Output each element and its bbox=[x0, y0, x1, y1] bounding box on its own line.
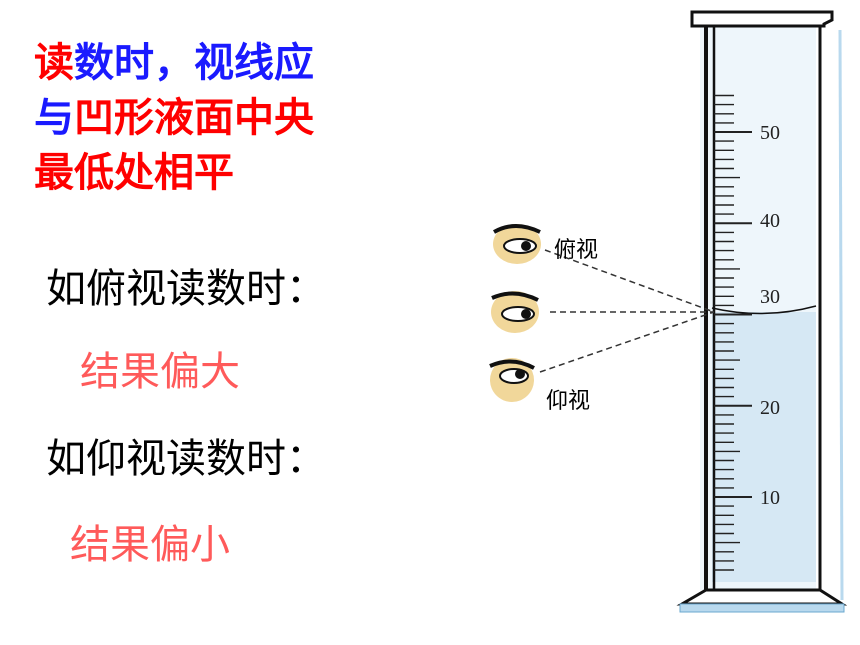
cylinder-rim bbox=[690, 10, 834, 28]
rule-line-2-blue: 与 bbox=[34, 95, 74, 141]
scale-label-20: 20 bbox=[760, 397, 780, 419]
rule-line-3: 最低处相平 bbox=[34, 150, 234, 196]
base-shadow bbox=[679, 603, 845, 613]
scale-label-50: 50 bbox=[760, 122, 780, 144]
scale-label-30: 30 bbox=[760, 286, 780, 308]
overlook-label: 俯视 bbox=[554, 238, 599, 263]
upward-answer: 结果偏小 bbox=[70, 522, 230, 568]
eye-icon-overlook bbox=[493, 224, 541, 264]
upward-question: 如仰视读数时： bbox=[46, 436, 326, 482]
rule-line-2-red: 凹形液面中央 bbox=[74, 95, 314, 141]
liquid bbox=[712, 312, 816, 582]
rule-line-1-blue: 数时，视线应 bbox=[74, 40, 314, 86]
scale-ticks bbox=[714, 94, 752, 571]
upward-sight-line bbox=[539, 311, 715, 373]
eye-icon-level bbox=[491, 291, 539, 333]
scale-label-40: 40 bbox=[760, 210, 780, 232]
glass-highlight bbox=[838, 29, 844, 601]
rule-line-2: 与凹形液面中央 bbox=[34, 91, 384, 146]
overlook-question: 如俯视读数时： bbox=[46, 266, 326, 312]
rule-text: 读数时，视线应 与凹形液面中央 最低处相平 bbox=[34, 36, 384, 201]
scale-label-10: 10 bbox=[760, 487, 780, 509]
overlook-answer: 结果偏大 bbox=[80, 349, 240, 395]
cylinder-illustration: 50 40 30 20 10 bbox=[489, 10, 848, 613]
rule-line-1-red: 读 bbox=[34, 40, 74, 86]
cylinder-base bbox=[676, 588, 848, 606]
upward-label: 仰视 bbox=[546, 389, 591, 414]
meniscus bbox=[711, 305, 817, 315]
rule-line-1: 读数时，视线应 bbox=[34, 36, 384, 91]
overlook-sight-line bbox=[544, 249, 715, 313]
eye-icon-upward bbox=[489, 358, 535, 402]
